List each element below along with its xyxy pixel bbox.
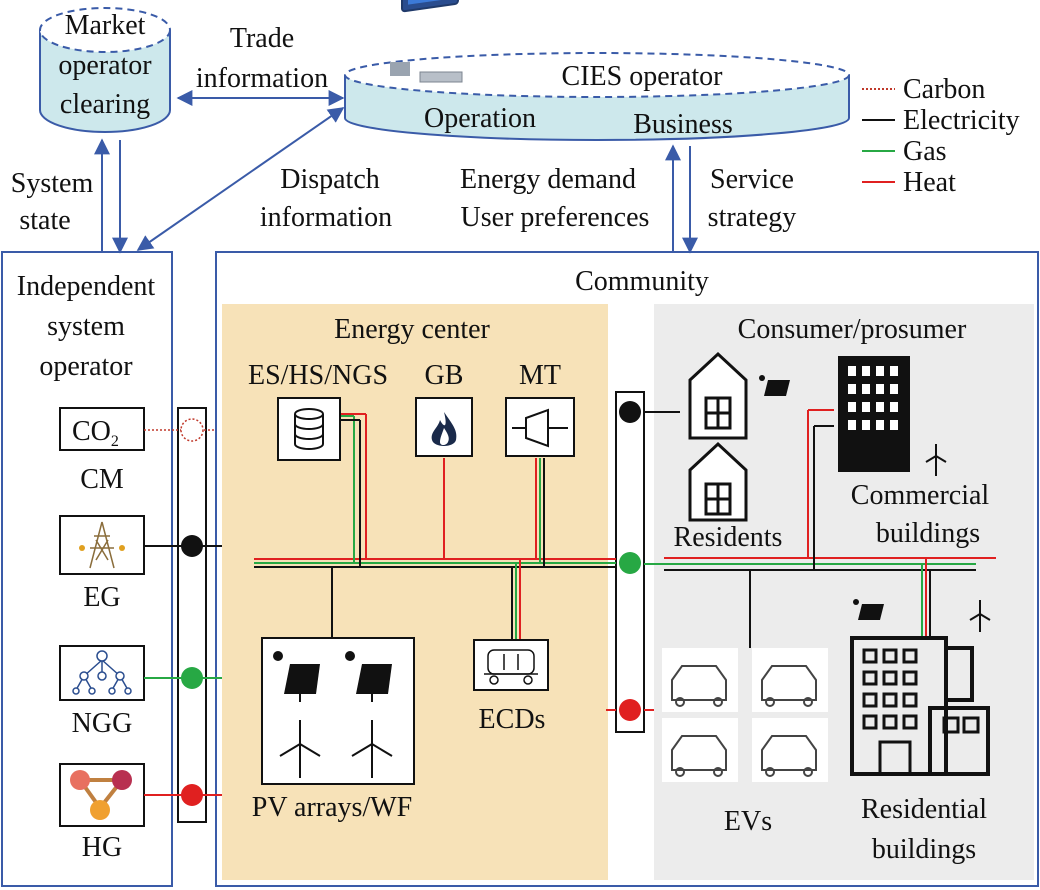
- market-label-2: operator: [58, 50, 152, 81]
- iso-box: [1, 251, 173, 887]
- system-state-label-1: System: [11, 168, 94, 199]
- community-title: Community: [575, 266, 709, 297]
- cies-business: Business: [633, 109, 733, 140]
- gb-label: GB: [425, 360, 464, 391]
- evs-label: EVs: [724, 806, 772, 837]
- residential-label-2: buildings: [872, 834, 976, 865]
- energy-center-title: Energy center: [334, 314, 490, 345]
- gas-node-community: [619, 552, 641, 574]
- energy-center-bus: [254, 413, 616, 640]
- heat-grid-icon: [70, 770, 132, 820]
- turbine-icon: [512, 408, 568, 448]
- ecds-label: ECDs: [479, 704, 546, 735]
- cies-operator-cylinder: CIES operator Operation Business: [344, 52, 850, 141]
- database-icon: [294, 408, 324, 450]
- wind-turbine-icon: [279, 720, 393, 778]
- ecds-box: [473, 639, 549, 691]
- cies-operation: Operation: [424, 103, 536, 134]
- commercial-label-2: buildings: [876, 518, 980, 549]
- iso-bus-bar: [177, 407, 207, 823]
- legend-label-electricity: Electricity: [903, 105, 1020, 136]
- community-box: [215, 251, 1039, 887]
- heat-node-community: [619, 699, 641, 721]
- ngg-label: NGG: [72, 708, 133, 739]
- residents-label: Residents: [674, 522, 783, 553]
- legend: Carbon Electricity Gas Heat: [862, 74, 1020, 198]
- cm-co2-text: CO2: [72, 416, 119, 450]
- cm-box: [59, 407, 145, 451]
- iso-label-2: system: [47, 311, 125, 342]
- electricity-node-community: [619, 401, 641, 423]
- service-label-2: strategy: [708, 202, 797, 233]
- small-wind-icon-residential: [969, 600, 991, 632]
- office-building-icon: [838, 356, 910, 472]
- market-operator-cylinder: Market operator clearing: [39, 7, 171, 133]
- service-label-1: Service: [710, 164, 794, 195]
- pv-wf-box: [261, 637, 415, 785]
- mt-label: MT: [519, 360, 561, 391]
- small-wind-icon: [925, 444, 947, 476]
- tank-truck-icon: [484, 649, 538, 685]
- eg-label: EG: [83, 582, 120, 613]
- consumer-bus: [644, 409, 996, 648]
- flame-icon: [431, 412, 457, 446]
- gas-network-icon: [72, 650, 132, 695]
- cies-title: CIES operator: [562, 61, 724, 92]
- market-label-1: Market: [65, 10, 146, 41]
- electricity-node-iso: [181, 535, 203, 557]
- trade-label-2: information: [196, 63, 328, 94]
- heat-node-iso: [181, 784, 203, 806]
- apartment-building-icon: [850, 636, 990, 776]
- ev-icon-group: [662, 648, 828, 782]
- commercial-label-1: Commercial: [851, 480, 990, 511]
- legend-label-gas: Gas: [903, 136, 947, 167]
- dispatch-label-2: information: [260, 202, 392, 233]
- iso-label-3: operator: [39, 351, 133, 382]
- pv-wf-label: PV arrays/WF: [252, 792, 412, 823]
- market-label-3: clearing: [60, 89, 150, 120]
- system-state-label-2: state: [19, 205, 70, 236]
- eg-box: [59, 515, 145, 575]
- dispatch-label-1: Dispatch: [280, 164, 380, 195]
- demand-label-2: User preferences: [461, 202, 650, 233]
- small-solar-icon-residential: [853, 599, 884, 620]
- gas-node-iso: [181, 667, 203, 689]
- hg-label: HG: [82, 832, 122, 863]
- computer-icon: [390, 0, 463, 83]
- cm-label: CM: [80, 464, 124, 495]
- flow-arrows: [94, 90, 698, 254]
- storage-label: ES/HS/NGS: [248, 360, 388, 391]
- trade-label-1: Trade: [230, 23, 294, 54]
- transmission-tower-icon: [79, 521, 125, 569]
- iso-label-1: Independent: [17, 271, 156, 302]
- gb-box: [415, 397, 473, 457]
- small-solar-icon: [759, 375, 790, 396]
- carbon-node: [180, 418, 204, 442]
- legend-label-carbon: Carbon: [903, 74, 985, 105]
- solar-panel-icon: [273, 651, 392, 702]
- residential-label-1: Residential: [861, 794, 987, 825]
- demand-label-1: Energy demand: [460, 164, 636, 195]
- house-icon: [688, 351, 748, 522]
- consumer-title: Consumer/prosumer: [738, 314, 967, 345]
- legend-label-heat: Heat: [903, 167, 956, 198]
